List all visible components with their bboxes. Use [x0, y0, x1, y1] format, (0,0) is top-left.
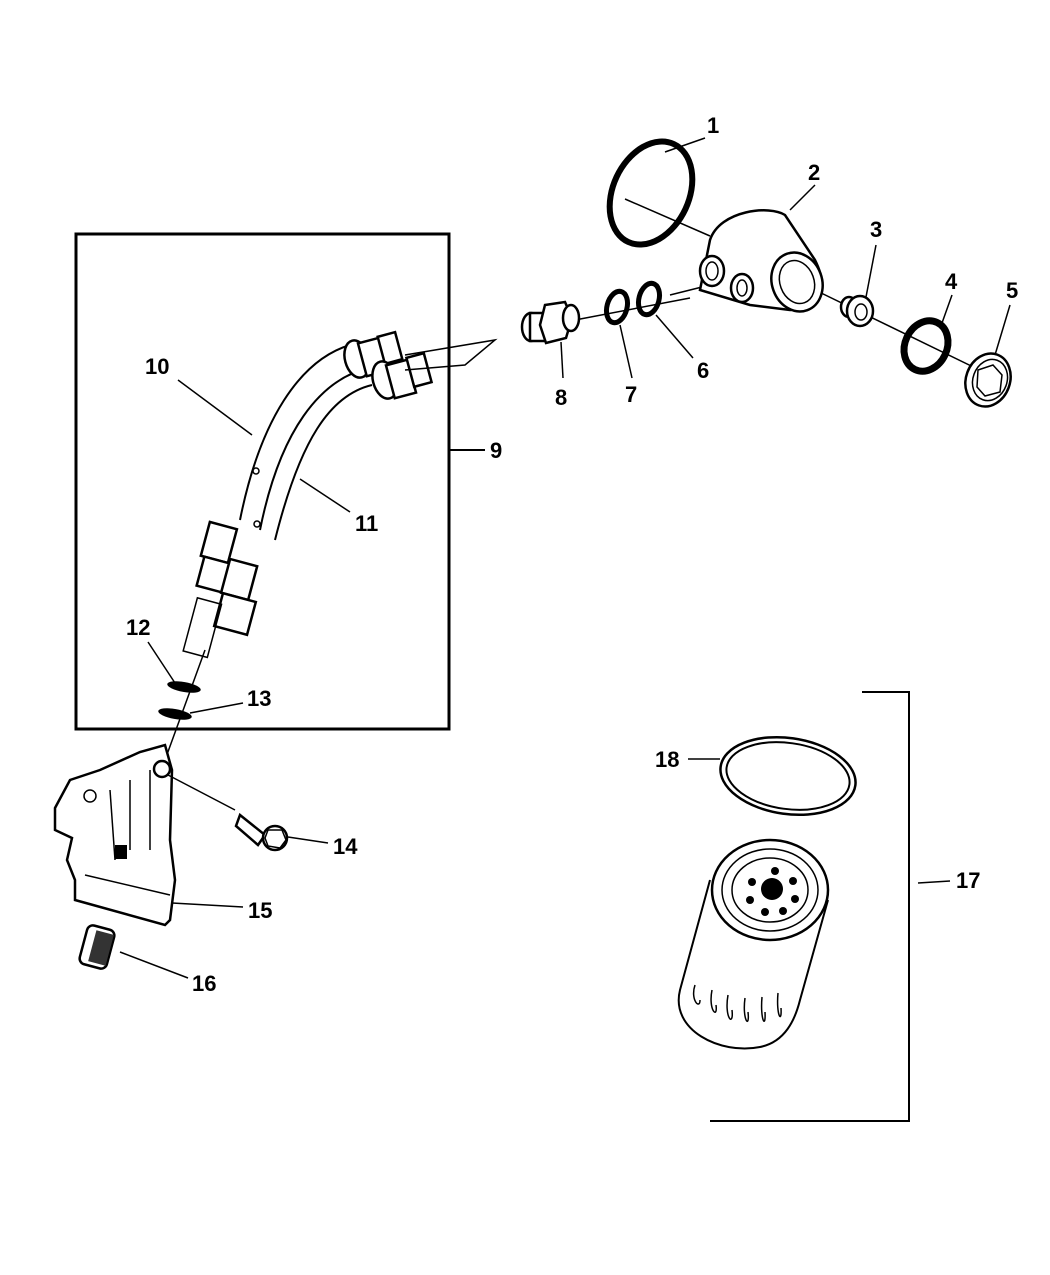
callout-11[interactable]: 11: [355, 511, 378, 536]
leader-17: [917, 880, 951, 884]
leader-10: [177, 379, 253, 436]
filter-housing-2: [698, 209, 824, 313]
leader-6: [655, 314, 694, 359]
callout-12[interactable]: 12: [126, 615, 150, 640]
callout-13[interactable]: 13: [247, 686, 271, 711]
hose-bottom-fittings: [182, 520, 259, 659]
filter-gasket-18: [719, 735, 857, 817]
callout-15[interactable]: 15: [248, 898, 272, 923]
hose-top-fittings: [343, 330, 434, 400]
callout-6[interactable]: 6: [697, 358, 709, 383]
callout-2[interactable]: 2: [808, 160, 820, 185]
hose-axis-lines: [404, 338, 498, 371]
o-ring-4: [900, 317, 952, 375]
axis-line-upper: [574, 297, 691, 321]
gasket-13: [158, 708, 192, 720]
hose-11: [253, 384, 373, 541]
gasket-12: [167, 681, 201, 693]
leader-5: [994, 304, 1011, 356]
hose-assembly-frame: [74, 232, 451, 731]
connector-fitting-8: [520, 300, 581, 345]
hose-10: [239, 344, 369, 531]
leader-7: [619, 324, 633, 379]
leader-12: [147, 641, 176, 684]
o-ring-1: [606, 138, 696, 248]
plug-cap-5: [964, 352, 1012, 408]
leader-15: [171, 902, 244, 908]
leader-4: [941, 294, 953, 324]
callout-5[interactable]: 5: [1006, 278, 1018, 303]
filter-adapter-base: [53, 743, 177, 927]
o-ring-6: [635, 280, 663, 318]
center-axis: [164, 649, 206, 761]
oil-filter-17: [677, 838, 830, 1050]
callout-17[interactable]: 17: [956, 868, 980, 893]
filter-kit-bracket: [710, 691, 910, 1122]
callout-16[interactable]: 16: [192, 971, 216, 996]
leader-14: [287, 836, 329, 844]
callout-8[interactable]: 8: [555, 385, 567, 410]
leader-2: [789, 184, 816, 211]
leader-16: [119, 951, 189, 979]
callout-14[interactable]: 14: [333, 834, 358, 859]
callout-4[interactable]: 4: [945, 269, 958, 294]
leader-3: [865, 244, 877, 298]
callout-7[interactable]: 7: [625, 382, 637, 407]
callout-18[interactable]: 18: [655, 747, 679, 772]
ring-axis-1: [624, 198, 711, 237]
leader-13: [189, 702, 244, 714]
bolt-14: [167, 774, 289, 852]
callout-3[interactable]: 3: [870, 217, 882, 242]
callout-10[interactable]: 10: [145, 354, 169, 379]
filter-gasket-18-inner: [725, 741, 851, 811]
callout-9[interactable]: 9: [490, 438, 502, 463]
callout-1[interactable]: 1: [707, 113, 719, 138]
filter-screen-16: [78, 924, 116, 970]
o-ring-7: [603, 288, 631, 326]
leader-8: [560, 341, 564, 379]
leader-11: [299, 478, 351, 513]
leader-1: [664, 137, 706, 153]
plug-fitting-3: [839, 294, 875, 328]
